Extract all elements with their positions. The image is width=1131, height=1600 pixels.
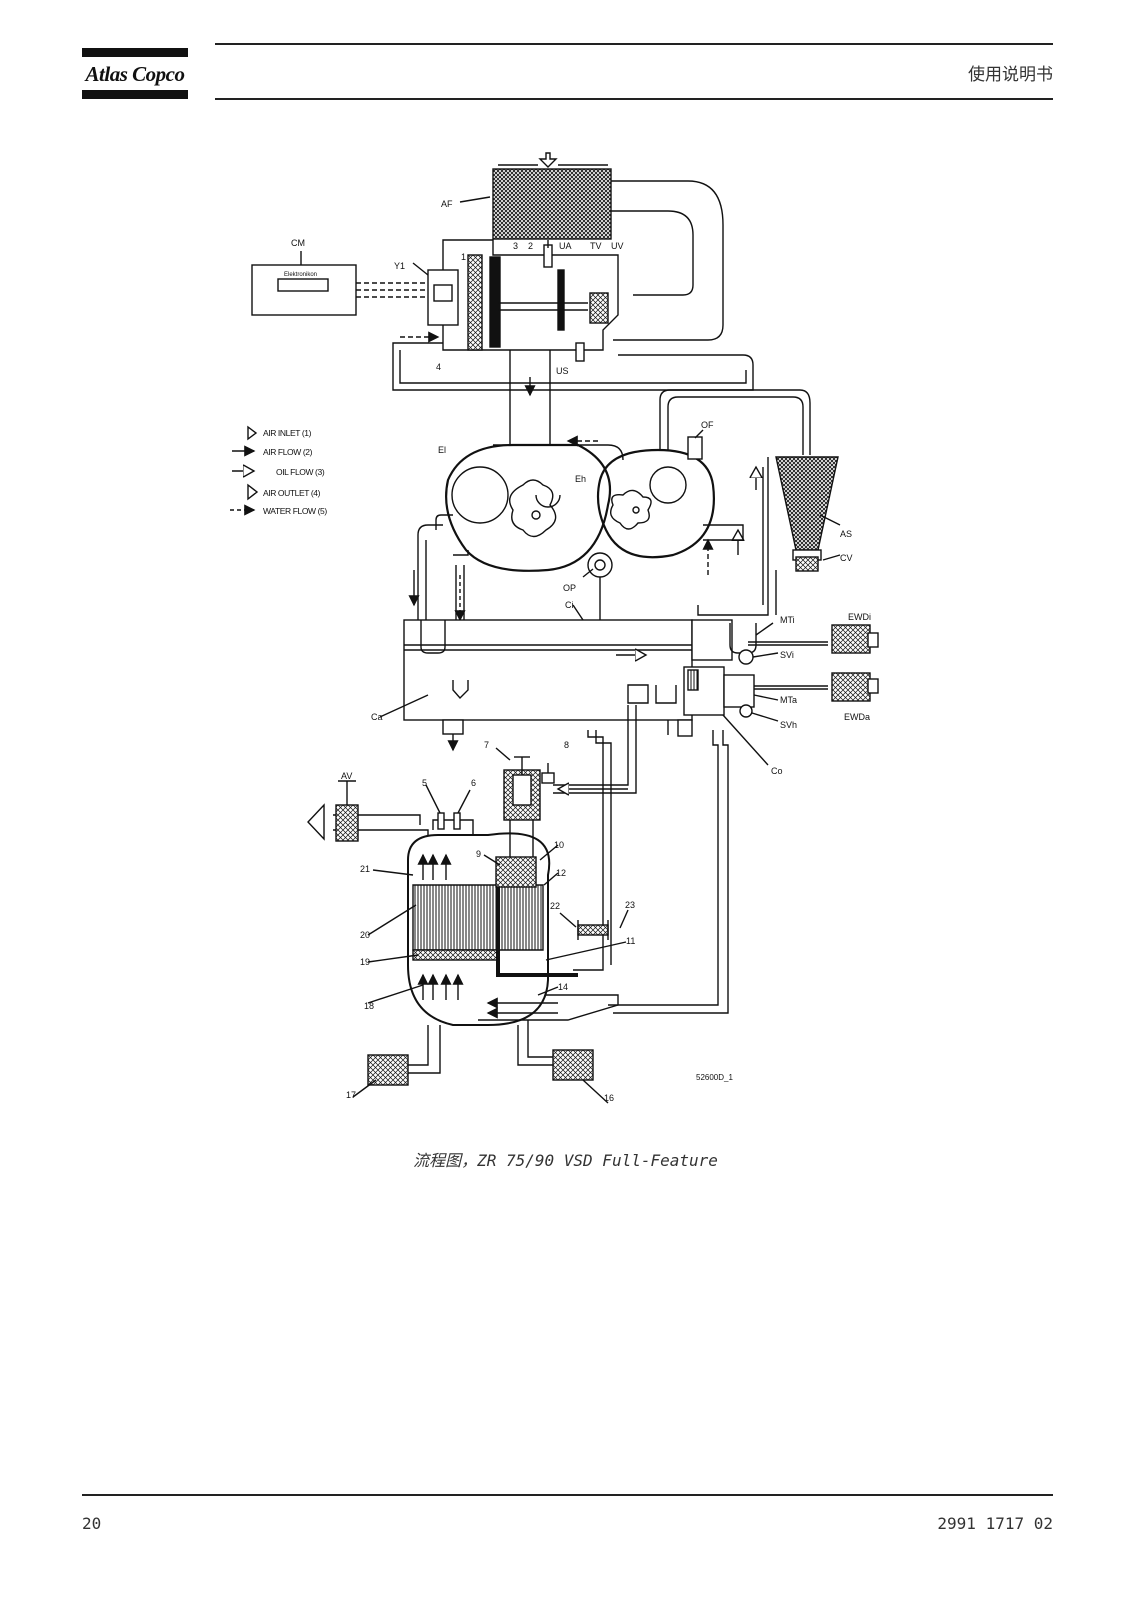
air-outlet-arrow-icon [307,803,325,841]
diagram-label: 10 [554,840,564,850]
diagram-label: OP [563,583,576,593]
document-number: 2991 1717 02 [937,1514,1053,1533]
diagram-label: US [556,366,569,376]
air-separator [775,456,839,551]
diagram-label: EWDi [848,612,871,622]
air-filter [492,168,612,240]
cooler [403,619,693,721]
air-receiver [407,832,551,1026]
diagram-label: Eh [575,474,586,484]
drain-ewdi [831,624,871,654]
oil-filter [687,436,703,460]
diagram-label: UA [559,241,572,251]
logo-bar-bottom [82,90,188,99]
diagram-label: 21 [360,864,370,874]
diagram-label: 19 [360,957,370,967]
flow-diagram: AIR INLET (1) AIR FLOW (2) OIL FLOW (3) … [228,145,918,1120]
diagram-label: 23 [625,900,635,910]
diagram-label: 6 [471,778,476,788]
diagram-label: 16 [604,1093,614,1103]
oil-pump [587,552,613,578]
diagram-label: AF [441,199,453,209]
diagram-label: 18 [364,1001,374,1011]
diagram-label: 11 [626,936,635,946]
diagram-label: MTi [780,615,795,625]
figure-caption: 流程图，ZR 75/90 VSD Full-Feature [413,1151,718,1170]
drain-valve-17 [367,1054,409,1086]
controller-brand: Elektronikon [284,272,317,278]
drain-valve-16 [552,1049,594,1081]
flow-diagram-svg: AIR INLET (1) AIR FLOW (2) OIL FLOW (3) … [230,152,879,1104]
document-title: 使用说明书 [968,65,1053,85]
diagram-label: 1 [461,252,466,262]
legend-air-outlet-icon [247,483,259,501]
diagram-label: UV [611,241,624,251]
drain-ewda [831,672,871,702]
legend-label: AIR INLET (1) [263,428,312,438]
high-pressure-element [596,448,715,559]
inlet-valve-housing [442,239,619,351]
diagram-label: 7 [484,740,489,750]
diagram-label: 9 [476,849,481,859]
logo-bar-top [82,48,188,57]
diagram-label: MTa [780,695,797,705]
diagram-label: 3 [513,241,518,251]
page-number: 20 [82,1514,102,1533]
solenoid-valve-y1 [427,269,459,326]
diagram-label: 14 [558,982,568,992]
diagram-label: 20 [360,930,370,940]
header-rule-top [215,43,1053,45]
legend-label: OIL FLOW (3) [276,467,325,477]
diagram-label: SVh [780,720,797,730]
diagram-label: Ci [565,600,574,610]
footer-rule [82,1494,1053,1496]
diagram-label: TV [590,241,602,251]
diagram-label: EWDa [844,712,870,722]
diagram-label: 2 [528,241,533,251]
legend-label: AIR FLOW (2) [263,447,313,457]
diagram-label: El [438,445,446,455]
diagram-label: 8 [564,740,569,750]
diagram-label: OF [701,420,714,430]
diagram-label: 4 [436,362,441,372]
diagram-label: 22 [550,901,560,911]
legend-label: WATER FLOW (5) [263,506,327,516]
diagram-label: 5 [422,778,427,788]
diagram-label: Ca [371,712,383,722]
diagram-label: AV [341,771,352,781]
brand-logo: Atlas Copco [82,48,188,100]
air-inlet-arrow-icon [538,152,558,168]
logo-text: Atlas Copco [85,62,185,86]
drawing-code: 52600D_1 [696,1073,733,1082]
diagram-label: CM [291,238,305,248]
diagram-label: CV [840,553,853,563]
diagram-label: 12 [556,868,566,878]
diagram-label: 17 [346,1090,356,1100]
low-pressure-element [445,443,612,572]
diagram-label: Y1 [394,261,405,271]
legend-label: AIR OUTLET (4) [263,488,321,498]
diagram-label: SVi [780,650,794,660]
diagram-label: Co [771,766,783,776]
legend-air-inlet-icon [247,425,258,441]
diagram-label: AS [840,529,852,539]
header-rule-bottom [215,98,1053,100]
